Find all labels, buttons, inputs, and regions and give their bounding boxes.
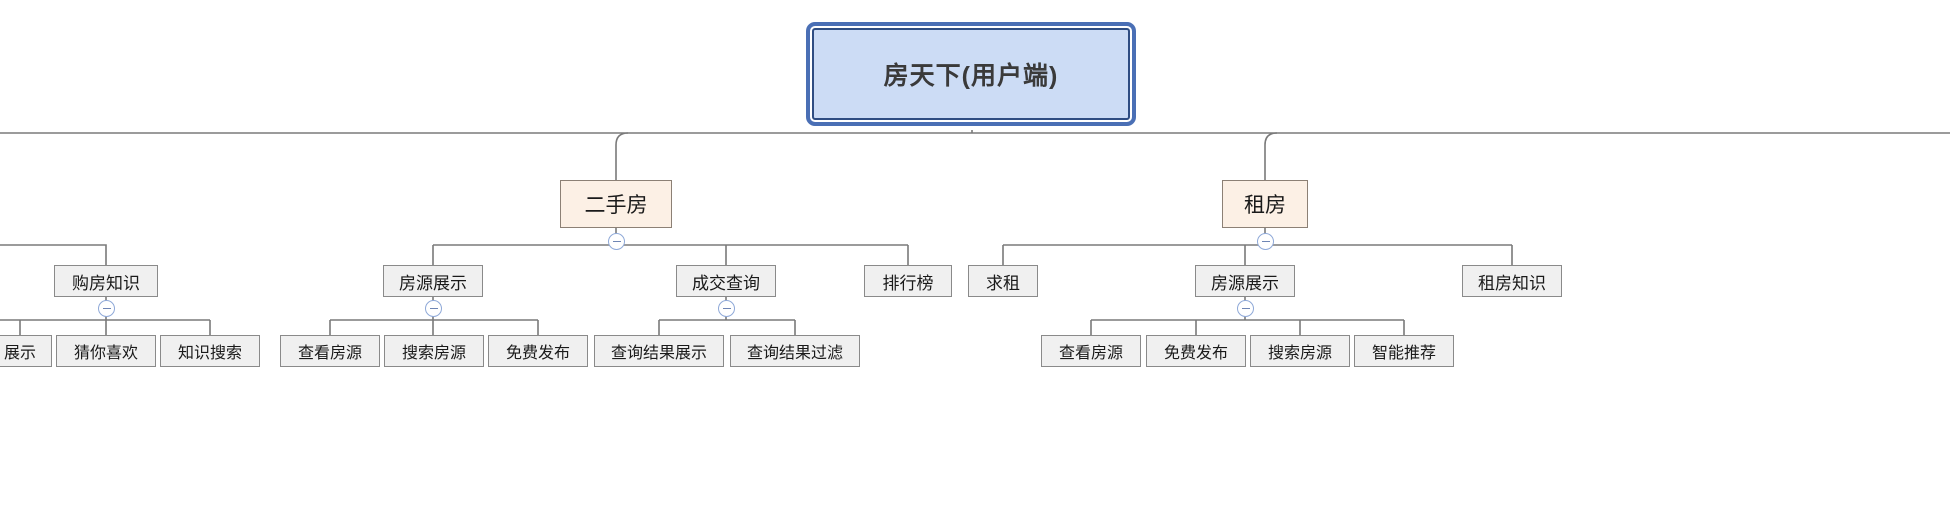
collapse-toggle-fangyuanzhanshi-ershou[interactable]	[425, 300, 442, 317]
leaf-node-chaxunjieguozhanshi[interactable]: 查询结果展示	[594, 335, 724, 367]
collapse-toggle-zufang[interactable]	[1257, 233, 1274, 250]
leaf-node-mianfeifabu-ershou[interactable]: 免费发布	[488, 335, 588, 367]
leaf-node-label: 智能推荐	[1371, 345, 1436, 362]
node-label: 购房知识	[72, 273, 140, 293]
root-node[interactable]: 房天下(用户端)	[806, 22, 1136, 126]
leaf-node-label: 查看房源	[1058, 345, 1123, 362]
node-label: 房源展示	[1211, 273, 1279, 293]
category-node-ershoufang[interactable]: 二手房	[560, 180, 672, 228]
leaf-node-chakanfangyuan-zufang[interactable]: 查看房源	[1041, 335, 1141, 367]
leaf-node-label: 猜你喜欢	[73, 345, 138, 362]
node-qiuzu[interactable]: 求租	[968, 265, 1038, 297]
minus-icon	[102, 308, 111, 309]
node-goufangzhishi[interactable]: 购房知识	[54, 265, 158, 297]
leaf-node-zhinengtuijian[interactable]: 智能推荐	[1354, 335, 1454, 367]
node-fangyuanzhanshi-ershou[interactable]: 房源展示	[383, 265, 483, 297]
leaf-node-cainixihuan[interactable]: 猜你喜欢	[56, 335, 156, 367]
minus-icon	[1241, 308, 1250, 309]
node-label: 求租	[986, 273, 1020, 293]
node-fangyuanzhanshi-zufang[interactable]: 房源展示	[1195, 265, 1295, 297]
collapse-toggle-goufangzhishi[interactable]	[98, 300, 115, 317]
node-label: 排行榜	[882, 273, 934, 293]
leaf-node-label: 免费发布	[505, 345, 570, 362]
leaf-node-label: 展示	[3, 345, 36, 362]
leaf-node-label: 免费发布	[1163, 345, 1228, 362]
leaf-node-sousuofangyuan-zufang[interactable]: 搜索房源	[1250, 335, 1350, 367]
node-paihangbang[interactable]: 排行榜	[864, 265, 952, 297]
leaf-node-sousuofangyuan-ershou[interactable]: 搜索房源	[384, 335, 484, 367]
minus-icon	[612, 241, 621, 242]
leaf-node-label: 查询结果过滤	[746, 345, 843, 362]
node-zufangzhishi[interactable]: 租房知识	[1462, 265, 1562, 297]
leaf-node-chaxunjieguoguolv[interactable]: 查询结果过滤	[730, 335, 860, 367]
leaf-node-label: 搜索房源	[1267, 345, 1332, 362]
leaf-node-mianfeifabu-zufang[interactable]: 免费发布	[1146, 335, 1246, 367]
collapse-toggle-fangyuanzhanshi-zufang[interactable]	[1237, 300, 1254, 317]
node-label: 租房知识	[1478, 273, 1546, 293]
category-node-label: 租房	[1244, 194, 1286, 217]
collapse-toggle-chengjiaochaxun[interactable]	[718, 300, 735, 317]
leaf-node-chakanfangyuan-ershou[interactable]: 查看房源	[280, 335, 380, 367]
collapse-toggle-ershoufang[interactable]	[608, 233, 625, 250]
leaf-node-zhanshi[interactable]: 展示	[0, 335, 52, 367]
minus-icon	[429, 308, 438, 309]
category-node-label: 二手房	[584, 194, 648, 217]
leaf-node-label: 查看房源	[297, 345, 362, 362]
node-label: 成交查询	[692, 273, 760, 293]
leaf-node-label: 查询结果展示	[610, 345, 707, 362]
category-node-zufang[interactable]: 租房	[1222, 180, 1308, 228]
leaf-node-zhishisousuo[interactable]: 知识搜索	[160, 335, 260, 367]
root-node-label: 房天下(用户端)	[883, 62, 1059, 90]
node-label: 房源展示	[399, 273, 467, 293]
leaf-node-label: 搜索房源	[401, 345, 466, 362]
minus-icon	[1261, 241, 1270, 242]
node-chengjiaochaxun[interactable]: 成交查询	[676, 265, 776, 297]
minus-icon	[722, 308, 731, 309]
leaf-node-label: 知识搜索	[177, 345, 242, 362]
